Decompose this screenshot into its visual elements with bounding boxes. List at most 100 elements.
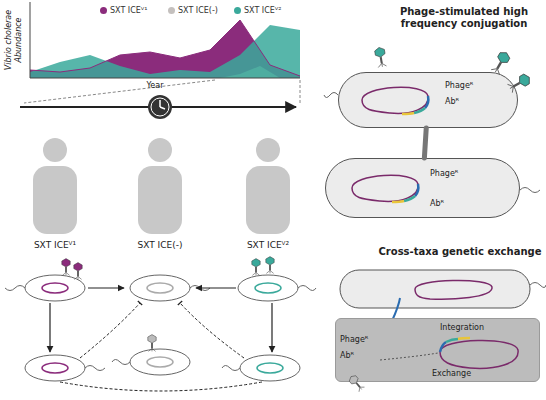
bacterium-cell-ellipse (42, 283, 68, 293)
conjugation-plasmids-path (425, 96, 428, 108)
phages (348, 47, 532, 393)
bacterium-cell-path (222, 366, 240, 371)
legend-text: SXT ICE(-) (178, 6, 218, 15)
legend-swatch (100, 7, 107, 14)
gene-label: Exchange (432, 369, 471, 379)
conjugation-plasmids-path (362, 87, 428, 113)
person-silhouettes-rect (33, 166, 77, 234)
panel-title: Phage-stimulated high frequency conjugat… (385, 6, 543, 30)
bacterium-cell-ellipse (42, 363, 68, 373)
bacterium-cell-path (190, 286, 210, 291)
host-label: SXT ICEⱽ² (228, 240, 308, 251)
none-area (220, 66, 280, 78)
bacterium-cell-ellipse (240, 355, 300, 381)
timeline-arrow-path (20, 106, 296, 108)
zoom-leader (24, 80, 300, 103)
phages-g (348, 374, 365, 392)
bacterium-cell (130, 275, 210, 301)
phages-g-use (374, 47, 387, 68)
timeline-arrow-circle (151, 98, 169, 116)
v1-area (30, 20, 300, 78)
recipient-chromosome-path (440, 342, 446, 352)
transmission-network-use (252, 259, 260, 276)
cross-taxa-donor-path (530, 283, 546, 288)
bacterium-cell (25, 355, 105, 381)
axis-title: Vibrio cholerae Abundance (4, 5, 24, 75)
v2-area (30, 25, 300, 78)
transmission-network-path (88, 287, 124, 288)
recipient-chromosome (380, 338, 518, 368)
gene-label: Abᴿ (340, 351, 354, 361)
conjugation-pilus (424, 128, 426, 158)
flagella-path (520, 188, 540, 193)
axis-title: Year (140, 81, 170, 91)
bacterium-cell-ellipse (25, 275, 85, 301)
phages-g-use (507, 72, 532, 93)
legend-swatch (234, 7, 241, 14)
bacterium-cell-ellipse (130, 349, 190, 375)
bacterium-cell-path (298, 286, 316, 291)
recipient-chromosome-path (446, 339, 458, 342)
phages-g (490, 50, 511, 75)
bacterium-cell: PhageᴿAbᴿ IntegrationExchange (335, 318, 540, 382)
timeline-arrow-circle (148, 95, 172, 119)
zoom-leader-path (24, 80, 215, 103)
bacterium-cell (222, 355, 300, 381)
bacterium-cell-ellipse (130, 275, 190, 301)
legend-entry: SXT ICE(-) (168, 6, 218, 16)
conjugation-plasmids-path (392, 201, 404, 202)
legend-text: SXT ICEⱽ² (244, 6, 282, 15)
bacterium-cell-path (85, 366, 105, 371)
person-silhouettes-circle (148, 138, 172, 162)
cross-taxa-donor-path (415, 280, 492, 299)
bacterium-cell-ellipse (257, 363, 283, 373)
gene-label: Integration (440, 323, 484, 333)
gene-label: Phageᴿ (445, 81, 473, 91)
bacterium-cell (238, 275, 316, 301)
gene-label: Phageᴿ (340, 335, 368, 345)
legend-entry: SXT ICEⱽ² (234, 6, 282, 16)
transmission-network-use (266, 257, 274, 274)
phages-g (374, 47, 387, 68)
conjugation-plasmids-path (414, 108, 425, 113)
bacterium-cell-path (5, 286, 25, 291)
legend-entry: SXT ICEⱽ¹ (100, 6, 148, 16)
legend-text: SXT ICEⱽ¹ (110, 6, 148, 15)
transmission-network-use (148, 335, 156, 352)
person-silhouettes-rect (246, 166, 290, 234)
phages-g-use (490, 50, 511, 75)
transmission-network-path (60, 382, 262, 391)
bacterium-cell (5, 275, 85, 301)
legend-swatch (168, 7, 175, 14)
conjugation-plasmids-path (402, 113, 414, 114)
v1-line (30, 20, 300, 76)
conjugation-plasmids-path (415, 184, 418, 196)
cross-taxa-donor-rect (340, 270, 530, 308)
zoom-leader-path (300, 80, 301, 103)
transmission-network-path (196, 287, 236, 288)
host-label: SXT ICE(-) (120, 240, 200, 251)
transmission-network-use (62, 259, 70, 276)
phages-g (507, 72, 532, 93)
panel-title: Cross-taxa genetic exchange (376, 246, 544, 258)
conjugation-plasmids-path (404, 196, 415, 201)
transmission-network-path (271, 303, 272, 352)
person-silhouettes-circle (43, 138, 67, 162)
area-chart (30, 2, 300, 78)
bacterium-cell-ellipse (147, 283, 173, 293)
gene-label: Abᴿ (445, 97, 459, 107)
bacterium-cell-ellipse (25, 355, 85, 381)
bacterium-cell-path (112, 360, 130, 365)
timeline-arrow (20, 95, 296, 119)
timeline-arrow-path (160, 100, 165, 109)
recipient-chromosome-path (458, 338, 470, 339)
conjugation-plasmids-path (352, 175, 418, 201)
bacterium-cell-ellipse (255, 283, 281, 293)
conjugation-plasmids (352, 87, 428, 202)
person-silhouettes (33, 138, 290, 234)
person-silhouettes-circle (256, 138, 280, 162)
transmission-network-path (180, 303, 244, 358)
transmission-network-path (80, 303, 140, 358)
